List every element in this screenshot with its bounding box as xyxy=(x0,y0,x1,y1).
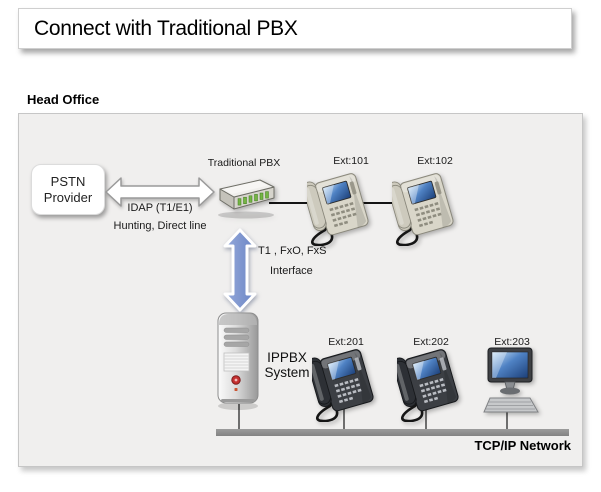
network-stub-ext202 xyxy=(425,408,427,430)
page-title: Connect with Traditional PBX xyxy=(34,16,298,40)
tcpip-network-bus xyxy=(216,429,569,436)
ip-phone-icon xyxy=(397,342,461,422)
ext-203-label: Ext:203 xyxy=(494,336,530,348)
ext-202-label: Ext:202 xyxy=(413,336,449,348)
ippbx-label-line1: IPPBX xyxy=(267,350,307,365)
ext-102-label: Ext:102 xyxy=(417,155,453,167)
desk-phone-icon xyxy=(392,166,456,246)
double-arrow-vertical-icon xyxy=(221,227,259,313)
trunk-sublabel: Hunting, Direct line xyxy=(113,220,207,232)
interface-label-line2: Interface xyxy=(270,265,313,277)
trunk-label: IDAP (T1/E1) xyxy=(127,202,193,214)
tcpip-network-label: TCP/IP Network xyxy=(474,438,571,453)
double-arrow-horizontal-icon xyxy=(104,175,216,209)
desk-phone-icon xyxy=(307,166,371,246)
interface-label-line1: T1 , FxO, FxS xyxy=(258,245,327,257)
pstn-label-line1: PSTN xyxy=(50,173,86,189)
ippbx-system-label: IPPBX System xyxy=(256,350,318,380)
ip-phone-icon xyxy=(312,342,376,422)
network-stub-ext203 xyxy=(506,411,508,430)
ippbx-label-line2: System xyxy=(264,365,310,380)
server-tower-icon xyxy=(215,311,261,411)
pstn-provider-box: PSTN Provider xyxy=(31,164,105,215)
pbx-switch-icon xyxy=(212,174,278,220)
computer-icon xyxy=(478,346,542,422)
network-stub-ext201 xyxy=(343,408,345,430)
head-office-label: Head Office xyxy=(27,92,100,107)
traditional-pbx-label: Traditional PBX xyxy=(207,157,281,169)
ext-201-label: Ext:201 xyxy=(328,336,364,348)
head-office-panel: PSTN Provider IDAP (T1/E1) Hunting, Dire… xyxy=(18,113,583,467)
network-stub-ippbx xyxy=(238,404,240,430)
interface-label: T1 , FxO, FxS Interface xyxy=(258,245,358,277)
title-bar: Connect with Traditional PBX xyxy=(18,8,572,49)
ext-101-label: Ext:101 xyxy=(333,155,369,167)
pstn-label-line2: Provider xyxy=(43,189,93,205)
